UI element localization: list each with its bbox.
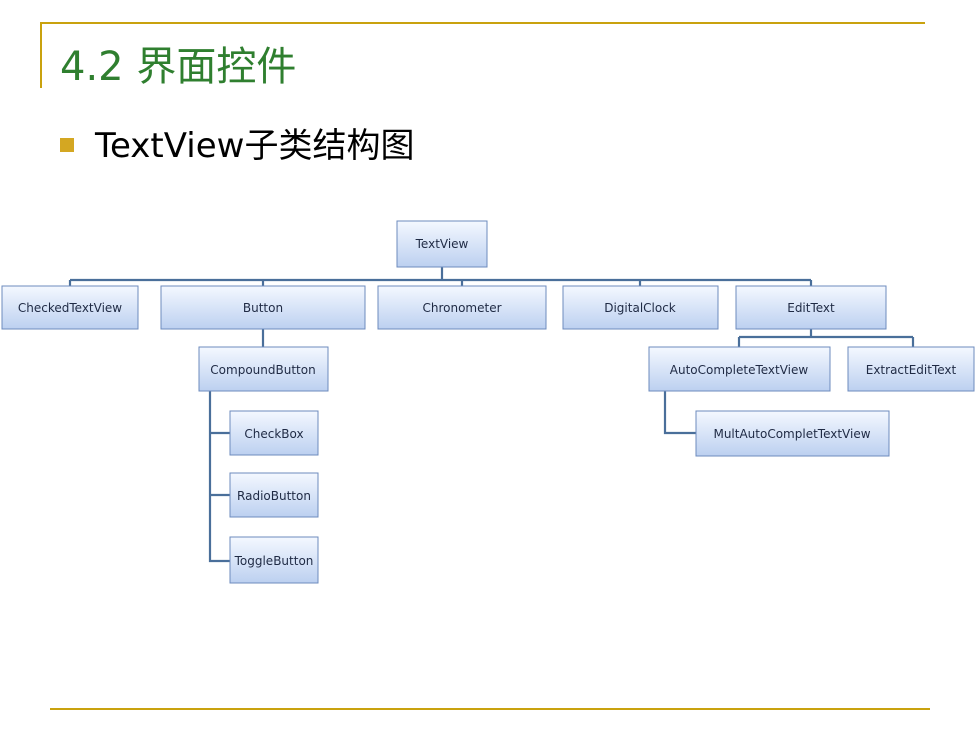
node-extractedittext-label: ExtractEditText [866,363,957,377]
slide-title: 4.2 界面控件 [60,44,297,90]
node-button-label: Button [243,301,283,315]
node-togglebutton: ToggleButton [229,536,319,584]
connector-compound-spine [208,391,230,563]
bullet-square-icon [60,138,74,152]
node-multautocompletetextview: MultAutoCompletTextView [695,410,890,457]
node-button: Button [160,285,366,330]
node-textview-label: TextView [415,237,469,251]
node-checkbox-label: CheckBox [244,427,303,441]
node-autocompletetextview: AutoCompleteTextView [648,346,831,392]
node-textview: TextView [396,220,488,268]
connector-multautocomplete [663,391,696,435]
connectors [68,267,915,563]
node-digitalclock-label: DigitalClock [604,301,676,315]
bottom-rule [50,708,930,710]
node-digitalclock: DigitalClock [562,285,719,330]
node-autocompletetextview-label: AutoCompleteTextView [670,363,809,377]
node-chronometer: Chronometer [377,285,547,330]
bullet-text: TextView子类结构图 [95,126,415,166]
node-multautocompletetextview-label: MultAutoCompletTextView [713,427,870,441]
node-togglebutton-label: ToggleButton [234,554,314,568]
node-checkedtextview: CheckedTextView [1,285,139,330]
node-edittext: EditText [735,285,887,330]
node-extractedittext: ExtractEditText [847,346,975,392]
node-checkbox: CheckBox [229,410,319,456]
node-radiobutton-label: RadioButton [237,489,311,503]
node-radiobutton: RadioButton [229,472,319,518]
node-compoundbutton-label: CompoundButton [210,363,315,377]
title-accent-bar [40,22,42,88]
node-compoundbutton: CompoundButton [198,346,329,392]
node-checkedtextview-label: CheckedTextView [18,301,122,315]
node-edittext-label: EditText [787,301,835,315]
node-chronometer-label: Chronometer [422,301,501,315]
top-rule [40,22,925,24]
